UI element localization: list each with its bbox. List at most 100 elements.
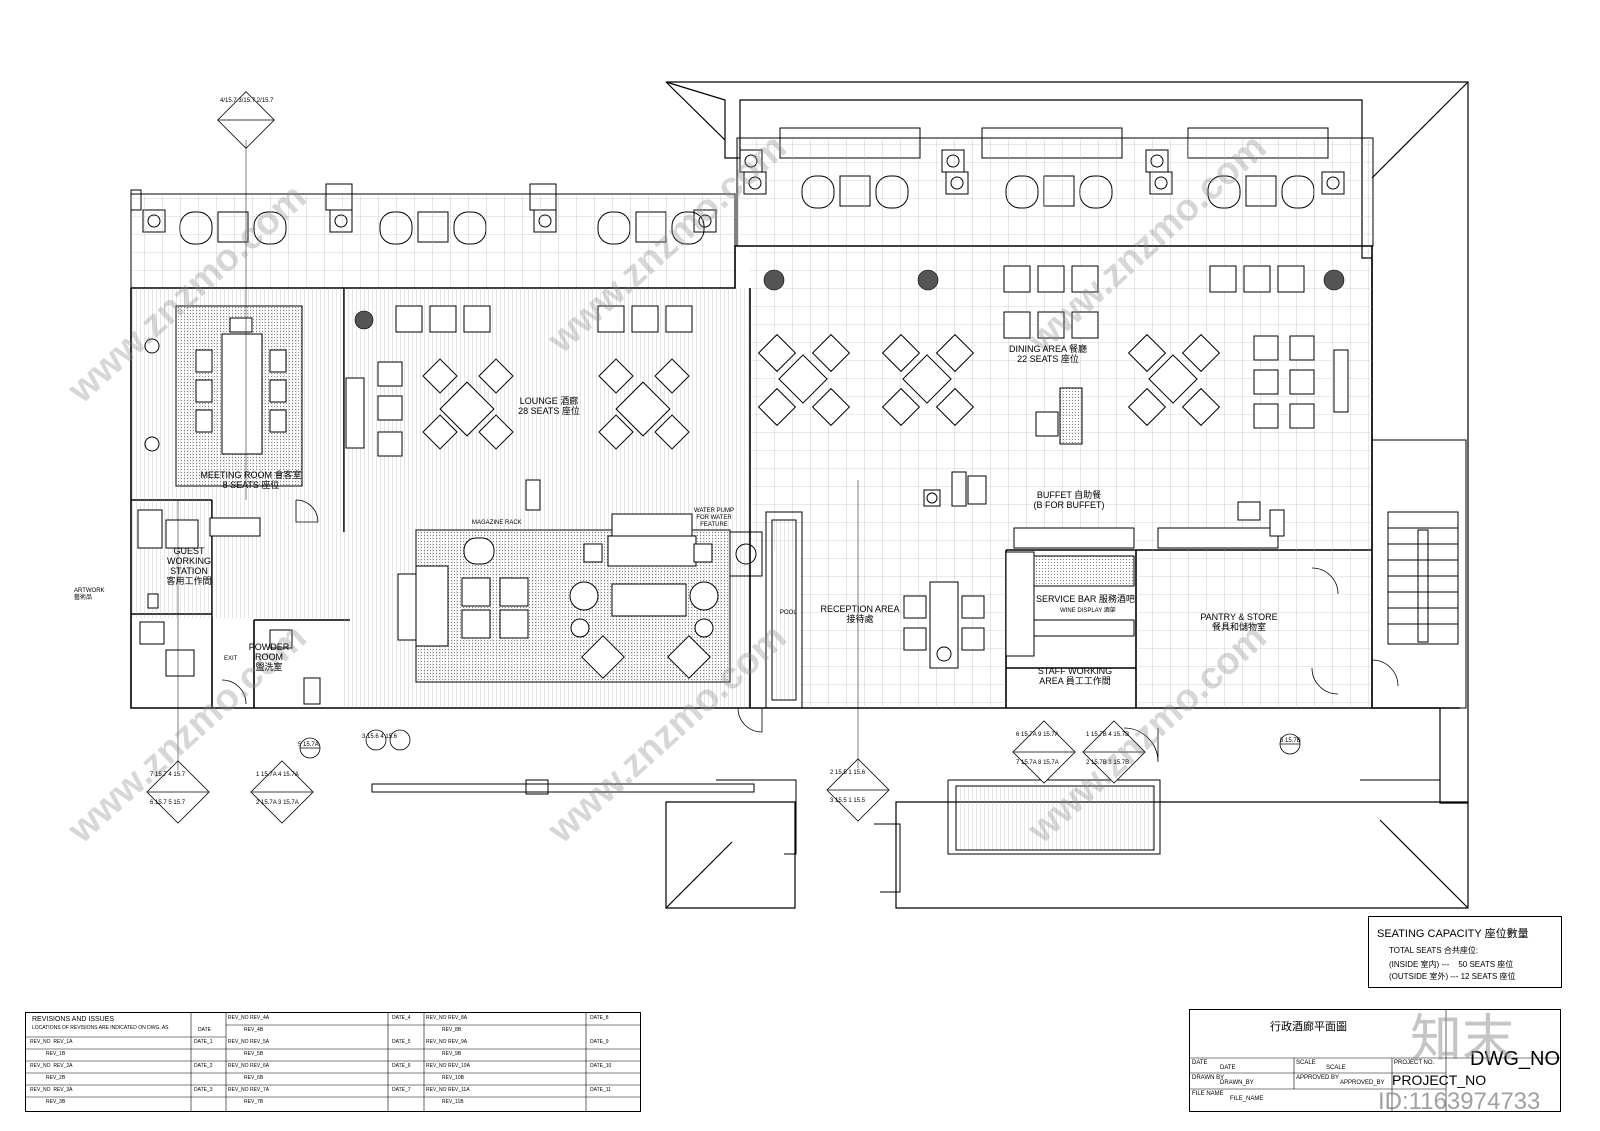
rev-row: REV_NO REV_9A <box>426 1039 468 1045</box>
marker-text: 3 15.6 4 15.6 <box>362 734 398 740</box>
seating-capacity-box: SEATING CAPACITY 座位數量 TOTAL SEATS 合共座位: … <box>1368 916 1562 988</box>
file-name-label: FILE NAME <box>1192 1091 1224 1097</box>
rev-row: REV_6B <box>244 1075 264 1081</box>
rev-row: REV_11B <box>442 1099 464 1105</box>
approved-by-value: APPROVED_BY <box>1340 1080 1385 1086</box>
magazine-rack-label: MAGAZINE RACK <box>472 520 522 526</box>
watermark-id: ID:1163974733 <box>1378 1088 1541 1115</box>
buffet-label: BUFFET 自助餐(B FOR BUFFET) <box>1033 490 1105 510</box>
rev-row-2b: REV_2B <box>46 1075 66 1081</box>
dining-cluster <box>757 333 851 427</box>
marker-text: 6 15.7A 9 15.7A <box>1016 732 1059 738</box>
rev-row: REV_NO REV_4A <box>228 1015 270 1021</box>
marker-text: 5 15.7A <box>298 742 319 748</box>
title-block-grid <box>1190 1010 1560 1111</box>
reception-desk <box>903 581 985 669</box>
section-markers <box>146 91 1301 824</box>
rev-row-1a: REV_NO REV_1A <box>30 1039 73 1045</box>
marker-group <box>1082 720 1146 784</box>
project-no-label: PROJECT NO. <box>1394 1060 1435 1066</box>
dining-cluster <box>881 333 975 427</box>
rev-date: DATE_6 <box>392 1063 411 1069</box>
approved-by-label: APPROVED BY <box>1296 1075 1340 1081</box>
date-value: DATE <box>1220 1065 1236 1071</box>
rev-date: DATE_10 <box>590 1063 612 1069</box>
exit-label: EXIT <box>224 656 238 662</box>
rev-row-3a: REV_NO REV_3A <box>30 1087 73 1093</box>
rev-date: DATE_1 <box>194 1039 213 1045</box>
rev-row: REV_NO REV_7A <box>228 1087 270 1093</box>
rev-date: DATE_2 <box>194 1063 213 1069</box>
marker-text: 3 15.5 1 15.5 <box>830 798 866 804</box>
watermark-logo: 知末 <box>1410 1010 1515 1070</box>
wine-display-label: WINE DISPLAY 酒架 <box>1060 608 1116 614</box>
rev-row-1b: REV_1B <box>46 1051 66 1057</box>
rev-date: DATE_4 <box>392 1015 411 1021</box>
rev-date: DATE_3 <box>194 1087 213 1093</box>
terrace-grid <box>131 138 1373 288</box>
stair-core <box>1371 439 1467 709</box>
marker-text: 1 15.7A 4 15.7A <box>256 772 299 778</box>
marker-text: 1 15.7B 4 15.7B <box>1086 732 1130 738</box>
rev-date: DATE_7 <box>392 1087 411 1093</box>
rev-date: DATE_5 <box>392 1039 411 1045</box>
seating-capacity-title: SEATING CAPACITY 座位數量 <box>1377 928 1529 940</box>
rev-row-2a: REV_NO REV_2A <box>30 1063 73 1069</box>
meeting-table <box>144 317 287 455</box>
marker-text: 2 15.5 1 15.6 <box>830 770 866 776</box>
revisions-grid <box>26 1013 640 1111</box>
rev-row: REV_4B <box>244 1027 264 1033</box>
dwg-number: DWG_NO <box>1470 1048 1560 1070</box>
floor-patterns <box>131 246 1372 708</box>
rev-row: REV_9B <box>442 1051 462 1057</box>
rev-row: REV_5B <box>244 1051 264 1057</box>
pool-label: POOL <box>780 610 797 616</box>
marker-group <box>1012 720 1076 784</box>
file-name-value: FILE_NAME <box>1230 1096 1264 1102</box>
drawing-title: 行政酒廊平面圖 <box>1270 1020 1347 1033</box>
rev-row: REV_NO REV_11A <box>426 1087 470 1093</box>
outside-seats-row: (OUTSIDE 室外) --- 12 SEATS 座位 <box>1389 972 1516 981</box>
dining-furniture <box>757 265 1349 445</box>
scale-value: SCALE <box>1326 1065 1346 1071</box>
plants <box>354 269 1345 330</box>
marker-group <box>250 760 314 824</box>
drawn-by-value: DRAWN_BY <box>1220 1080 1254 1086</box>
title-block: 行政酒廊平面圖 DATE DATE SCALE SCALE PROJECT NO… <box>1189 1009 1561 1112</box>
marker-group <box>146 760 210 824</box>
marker-text: 4/15.7 3/15.7 2/15.7 <box>220 98 274 104</box>
inside-seats-row: (INSIDE 室内) --- 50 SEATS 座位 <box>1389 960 1514 969</box>
rev-date: DATE_8 <box>590 1015 609 1021</box>
dining-cluster <box>1127 333 1221 427</box>
lounge-furniture <box>345 305 719 679</box>
rev-row: REV_NO REV_6A <box>228 1063 270 1069</box>
rev-date: DATE_11 <box>590 1087 611 1093</box>
lounge-chair-cluster <box>422 358 514 450</box>
rev-row: REV_8B <box>442 1027 462 1033</box>
marker-text: 6 15.7 5 15.7 <box>150 800 186 806</box>
project-number: PROJECT_NO <box>1392 1072 1487 1088</box>
marker-text: 7 15.7A 8 15.7A <box>1016 760 1059 766</box>
rev-row: REV_NO REV_5A <box>228 1039 270 1045</box>
grid-leaders <box>177 140 859 770</box>
rev-row: REV_NO REV_8A <box>426 1015 468 1021</box>
rev-date-head: DATE <box>198 1027 211 1033</box>
rev-row: REV_7B <box>244 1099 264 1105</box>
marker-group <box>217 91 275 149</box>
buffet-and-bar <box>923 471 1285 657</box>
total-seats-label: TOTAL SEATS 合共座位: <box>1389 946 1479 955</box>
marker-text: 7 15.7 4 15.7 <box>150 772 186 778</box>
water-feature <box>729 511 803 709</box>
